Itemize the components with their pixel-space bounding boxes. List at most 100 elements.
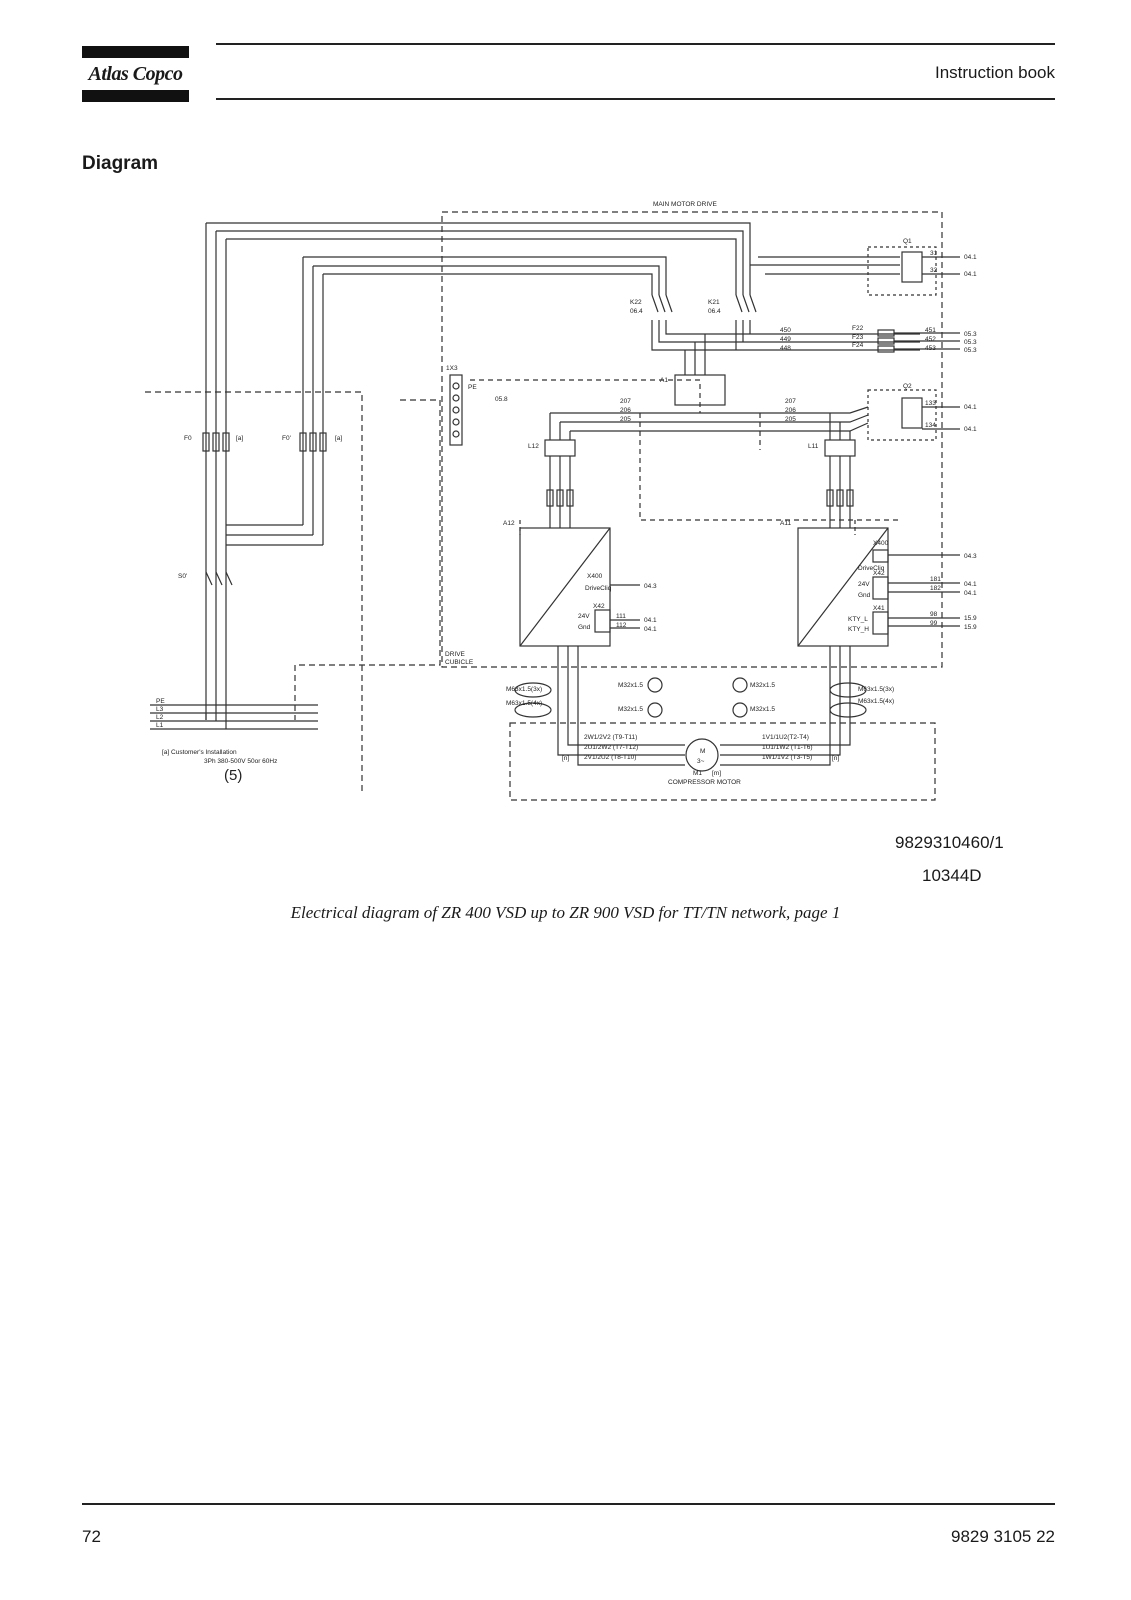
svg-text:04.1: 04.1 xyxy=(964,426,977,433)
svg-text:15.9: 15.9 xyxy=(964,624,977,631)
svg-text:M63x1.5(3x): M63x1.5(3x) xyxy=(858,686,894,693)
label-compressor-motor: COMPRESSOR MOTOR xyxy=(668,779,741,786)
svg-text:M1: M1 xyxy=(693,770,702,777)
svg-text:L12: L12 xyxy=(528,443,539,450)
svg-text:DriveCliq: DriveCliq xyxy=(585,585,612,592)
svg-text:24V: 24V xyxy=(858,581,870,588)
svg-text:04.1: 04.1 xyxy=(964,581,977,588)
svg-text:133: 133 xyxy=(925,400,936,407)
svg-text:453: 453 xyxy=(925,345,936,352)
svg-text:04.3: 04.3 xyxy=(644,583,657,590)
svg-text:04.1: 04.1 xyxy=(964,271,977,278)
svg-text:M63x1.5(4x): M63x1.5(4x) xyxy=(506,700,542,707)
svg-text:F0: F0 xyxy=(184,435,192,442)
svg-text:206: 206 xyxy=(785,407,796,414)
svg-text:05.3: 05.3 xyxy=(964,331,977,338)
svg-text:1V1/1U2(T2-T4): 1V1/1U2(T2-T4) xyxy=(762,734,809,741)
svg-text:F23: F23 xyxy=(852,334,864,341)
svg-text:L3: L3 xyxy=(156,706,164,713)
part-number: 9829 3105 22 xyxy=(951,1527,1055,1546)
svg-text:04.1: 04.1 xyxy=(644,626,657,633)
document-title: Instruction book xyxy=(934,63,1055,82)
logo-wordmark: Atlas Copco xyxy=(88,63,183,85)
svg-text:1W1/1V2 (T3-T5): 1W1/1V2 (T3-T5) xyxy=(762,754,812,761)
svg-text:KTY_H: KTY_H xyxy=(848,626,869,633)
svg-text:206: 206 xyxy=(620,407,631,414)
svg-text:M32x1.5: M32x1.5 xyxy=(750,682,775,689)
svg-text:X41: X41 xyxy=(873,605,885,612)
compressor-motor-border xyxy=(509,722,936,801)
svg-text:[n]: [n] xyxy=(562,755,569,762)
svg-text:DriveCliq: DriveCliq xyxy=(858,565,885,572)
label-main-motor-drive: MAIN MOTOR DRIVE xyxy=(653,201,717,208)
svg-text:S0': S0' xyxy=(178,573,187,580)
svg-text:05.8: 05.8 xyxy=(495,396,508,403)
header-rule-bottom xyxy=(216,98,1055,100)
svg-text:CUBICLE: CUBICLE xyxy=(445,659,474,666)
svg-text:Q2: Q2 xyxy=(903,383,912,390)
svg-text:L11: L11 xyxy=(808,443,819,450)
svg-text:98: 98 xyxy=(930,611,938,618)
diagram-document-number: 9829310460/1 xyxy=(895,833,1004,852)
svg-text:04.1: 04.1 xyxy=(964,590,977,597)
svg-text:112: 112 xyxy=(616,622,627,629)
svg-text:05.3: 05.3 xyxy=(964,339,977,346)
svg-text:[n]: [n] xyxy=(832,755,839,762)
svg-text:A1: A1 xyxy=(660,377,668,384)
header-rule-top xyxy=(216,43,1055,45)
svg-text:134: 134 xyxy=(925,422,936,429)
svg-text:04.1: 04.1 xyxy=(644,617,657,624)
svg-text:L2: L2 xyxy=(156,714,164,721)
svg-text:207: 207 xyxy=(785,398,796,405)
svg-text:3Ph 380-500V 50or 60Hz: 3Ph 380-500V 50or 60Hz xyxy=(204,758,277,765)
svg-text:X42: X42 xyxy=(873,570,885,577)
svg-text:99: 99 xyxy=(930,620,938,627)
section-title: Diagram xyxy=(82,153,159,174)
svg-text:05.3: 05.3 xyxy=(964,347,977,354)
svg-text:X400: X400 xyxy=(587,573,603,580)
svg-text:04.1: 04.1 xyxy=(964,254,977,261)
svg-text:2U1/2W2 (T7-T12): 2U1/2W2 (T7-T12) xyxy=(584,744,638,751)
svg-text:F24: F24 xyxy=(852,342,864,349)
svg-text:A11: A11 xyxy=(780,520,791,527)
figure-caption: Electrical diagram of ZR 400 VSD up to Z… xyxy=(290,903,841,922)
svg-text:K21: K21 xyxy=(708,299,720,306)
svg-text:F0': F0' xyxy=(282,435,291,442)
electrical-diagram: MAIN MOTOR DRIVE Q1 Q2 K22 06.4 K21 06.4… xyxy=(145,201,977,801)
svg-text:449: 449 xyxy=(780,336,791,343)
svg-text:M32x1.5: M32x1.5 xyxy=(750,706,775,713)
footer-rule xyxy=(82,1503,1055,1505)
svg-text:[a]: [a] xyxy=(335,435,342,442)
svg-text:205: 205 xyxy=(620,416,631,423)
svg-text:L1: L1 xyxy=(156,722,164,729)
svg-text:[a]: [a] xyxy=(236,435,243,442)
svg-text:M: M xyxy=(700,748,705,755)
svg-text:M32x1.5: M32x1.5 xyxy=(618,682,643,689)
svg-text:04.3: 04.3 xyxy=(964,553,977,560)
svg-text:PE: PE xyxy=(156,698,165,705)
svg-text:[a] Customer's Installation: [a] Customer's Installation xyxy=(162,749,237,756)
svg-text:06.4: 06.4 xyxy=(708,308,721,315)
svg-text:207: 207 xyxy=(620,398,631,405)
svg-text:1X3: 1X3 xyxy=(446,365,458,372)
svg-text:X400: X400 xyxy=(873,540,889,547)
svg-text:M63x1.5(4x): M63x1.5(4x) xyxy=(858,698,894,705)
svg-text:X42: X42 xyxy=(593,603,605,610)
svg-text:452: 452 xyxy=(925,336,936,343)
svg-text:2W1/2V2 (T9-T11): 2W1/2V2 (T9-T11) xyxy=(584,734,637,741)
svg-text:2V1/2U2 (T8-T10): 2V1/2U2 (T8-T10) xyxy=(584,754,636,761)
svg-text:111: 111 xyxy=(616,613,626,620)
diagram-code: 10344D xyxy=(922,866,982,885)
svg-text:04.1: 04.1 xyxy=(964,404,977,411)
svg-text:24V: 24V xyxy=(578,613,590,620)
svg-text:448: 448 xyxy=(780,345,791,352)
svg-text:(5): (5) xyxy=(224,767,242,784)
svg-text:A12: A12 xyxy=(503,520,515,527)
svg-text:Q1: Q1 xyxy=(903,238,912,245)
svg-text:K22: K22 xyxy=(630,299,642,306)
svg-text:PE: PE xyxy=(468,384,477,391)
svg-text:450: 450 xyxy=(780,327,791,334)
svg-text:451: 451 xyxy=(925,327,936,334)
svg-text:32: 32 xyxy=(930,267,938,274)
svg-text:M63x1.5(3x): M63x1.5(3x) xyxy=(506,686,542,693)
